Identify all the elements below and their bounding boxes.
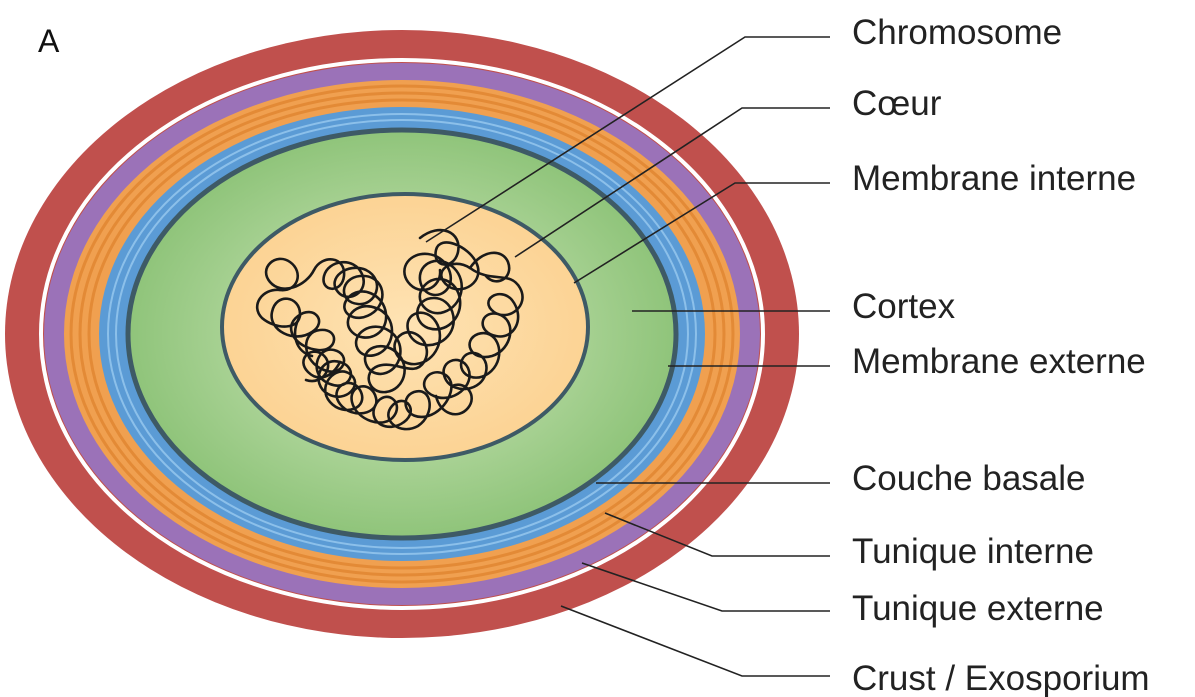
label-cortex: Cortex <box>852 287 956 326</box>
label-chromosome: Chromosome <box>852 13 1062 52</box>
label-inner-membrane: Membrane interne <box>852 159 1136 198</box>
label-inner-coat: Tunique interne <box>852 532 1094 571</box>
label-crust: Crust / Exosporium <box>852 659 1150 697</box>
labels: Chromosome Cœur Membrane interne Cortex … <box>852 13 1150 697</box>
label-core: Cœur <box>852 84 942 123</box>
label-basal-layer: Couche basale <box>852 459 1086 498</box>
leader-crust <box>561 606 830 676</box>
label-outer-coat: Tunique externe <box>852 589 1104 628</box>
label-outer-membrane: Membrane externe <box>852 342 1146 381</box>
panel-label: A <box>38 23 60 59</box>
